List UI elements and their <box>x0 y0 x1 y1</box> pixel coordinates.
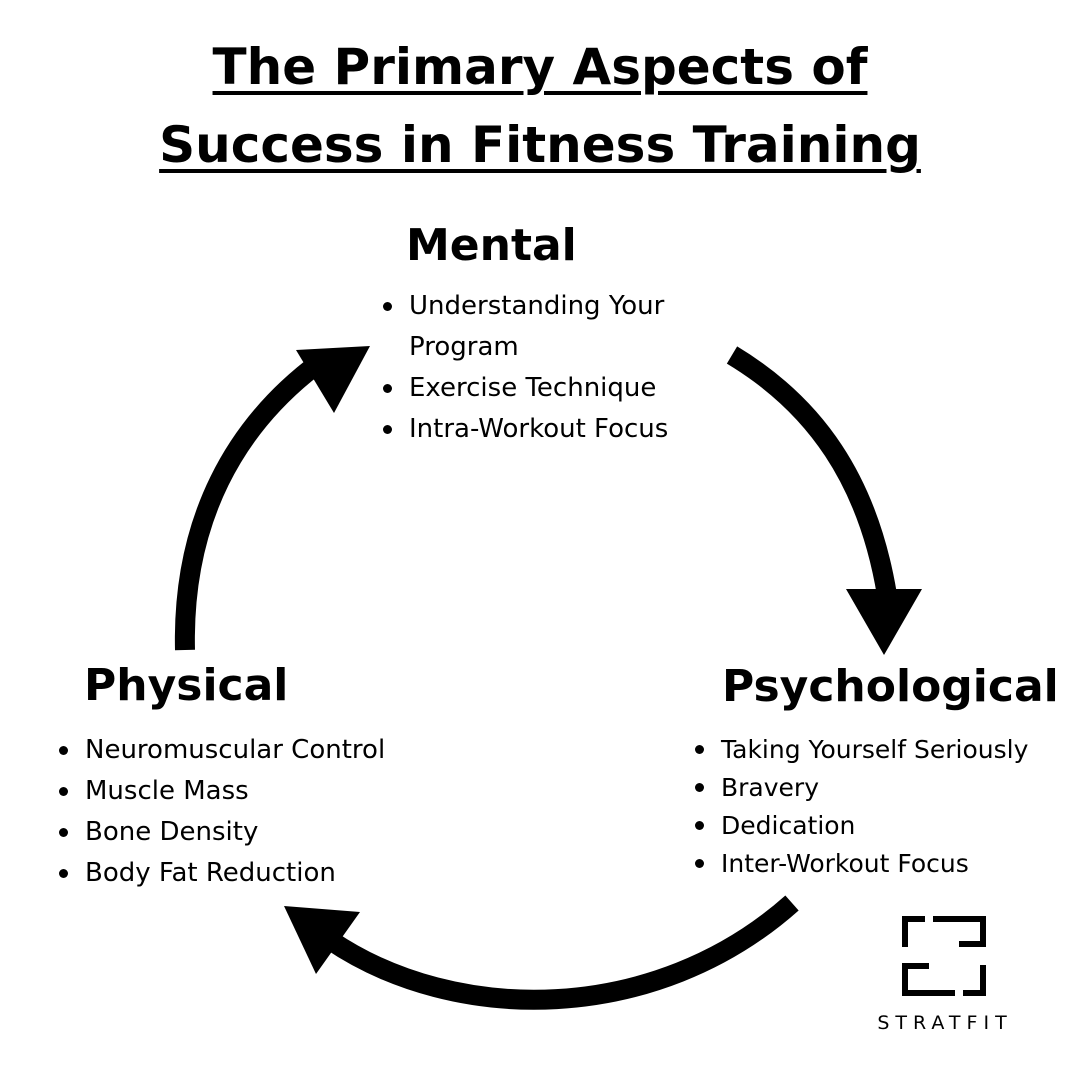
mental-heading: Mental <box>406 220 577 271</box>
list-item: Bone Density <box>59 812 385 853</box>
list-item: Taking Yourself Seriously <box>695 731 1028 769</box>
psychological-list: Taking Yourself Seriously Bravery Dedica… <box>695 731 1028 883</box>
list-item: Exercise Technique <box>383 368 713 409</box>
list-item: Dedication <box>695 807 1028 845</box>
list-item: Bravery <box>695 769 1028 807</box>
page-title: The Primary Aspects of Success in Fitnes… <box>0 28 1080 184</box>
list-item: Muscle Mass <box>59 771 385 812</box>
stratfit-logo-mark <box>902 916 986 996</box>
list-item: Neuromuscular Control <box>59 730 385 771</box>
logo-wordmark: STRATFIT <box>877 1012 1013 1034</box>
arrow-physical-to-mental <box>174 346 370 651</box>
list-item: Understanding Your Program <box>383 286 713 368</box>
list-item: Inter-Workout Focus <box>695 845 1028 883</box>
list-item: Intra-Workout Focus <box>383 409 713 450</box>
physical-heading: Physical <box>84 660 289 711</box>
psychological-heading: Psychological <box>722 661 1059 712</box>
arrow-psychological-to-physical <box>284 895 799 1010</box>
title-line-2: Success in Fitness Training <box>159 116 921 174</box>
arrow-mental-to-psychological <box>726 346 922 655</box>
physical-list: Neuromuscular Control Muscle Mass Bone D… <box>59 730 385 894</box>
title-line-1: The Primary Aspects of <box>212 38 868 96</box>
list-item: Body Fat Reduction <box>59 853 385 894</box>
stratfit-logo: STRATFIT <box>860 912 1030 1042</box>
mental-list: Understanding Your Program Exercise Tech… <box>383 286 713 450</box>
